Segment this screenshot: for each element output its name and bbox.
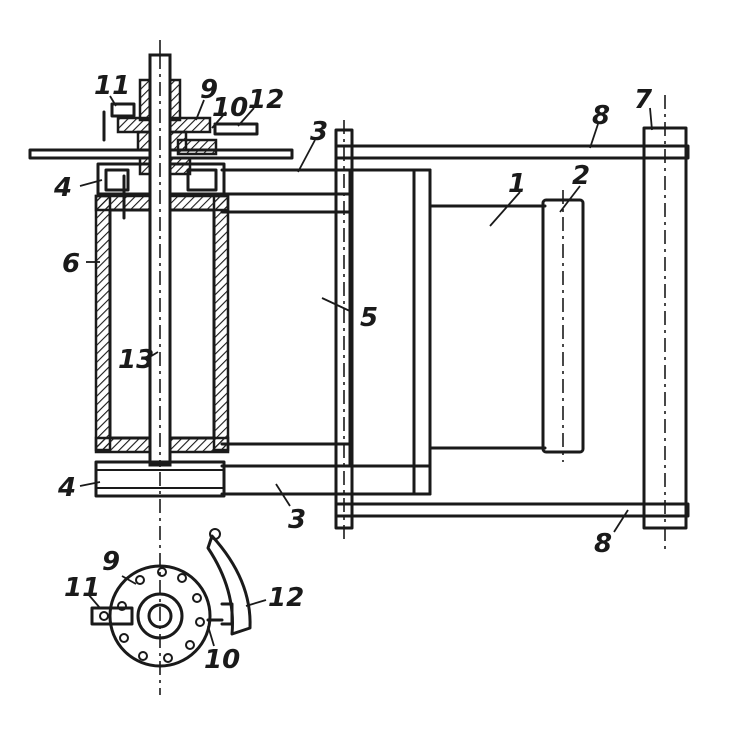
label-8-top: 8 — [592, 101, 610, 131]
label-3-bottom: 3 — [288, 505, 306, 535]
label-9-detail: 9 — [102, 547, 120, 577]
label-8-bottom: 8 — [594, 529, 612, 559]
label-11-top: 11 — [94, 71, 130, 101]
roller-2 — [541, 190, 585, 462]
detail-disc-9 — [108, 564, 212, 668]
label-9-top: 9 — [200, 75, 218, 105]
label-10-top: 10 — [212, 93, 248, 123]
lower-pulley — [94, 460, 226, 498]
drum-5 — [348, 168, 432, 496]
label-12-top: 12 — [248, 85, 284, 115]
label-7: 7 — [634, 85, 653, 115]
detail-pawl-12 — [206, 528, 252, 636]
detail-lever-11 — [90, 606, 134, 626]
label-11-detail: 11 — [64, 573, 100, 603]
part-labels: 1 2 3 3 4 4 5 6 7 8 8 9 9 10 10 11 11 12… — [53, 71, 653, 675]
left-support — [334, 120, 354, 540]
label-13: 13 — [118, 345, 154, 375]
leader-lines — [79, 95, 653, 647]
roller-1 — [428, 204, 547, 450]
label-4-bottom: 4 — [57, 473, 76, 503]
label-12-detail: 12 — [268, 583, 304, 613]
rails-8 — [334, 144, 690, 518]
label-10-detail: 10 — [204, 645, 240, 675]
belts-3 — [220, 168, 432, 496]
label-3-top: 3 — [310, 117, 328, 147]
label-4-top: 4 — [53, 173, 72, 203]
label-6: 6 — [62, 249, 80, 279]
shaft-13 — [148, 53, 172, 467]
label-5: 5 — [360, 303, 378, 333]
right-post-7 — [642, 95, 688, 550]
lever-11-top — [102, 102, 136, 142]
label-2: 2 — [572, 161, 590, 191]
label-1: 1 — [508, 169, 526, 199]
